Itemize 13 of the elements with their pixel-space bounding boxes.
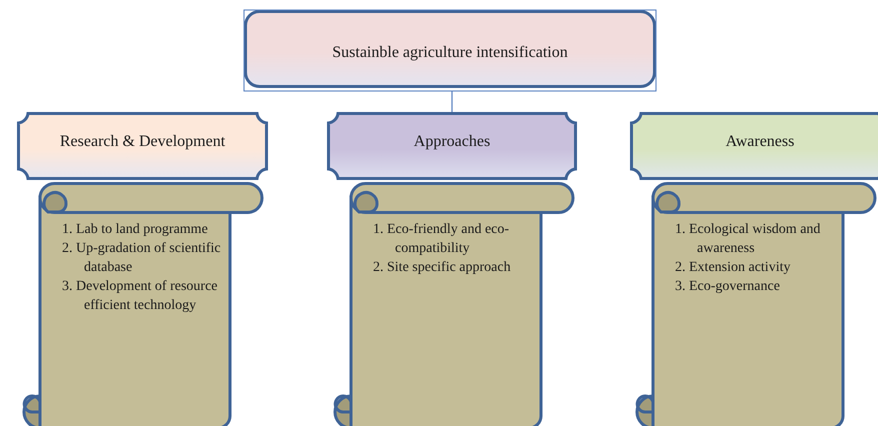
- list-item: 2. Site specific approach: [373, 259, 512, 277]
- list-item: 1. Ecological wisdom and awareness: [675, 221, 822, 258]
- heading-text: Awareness: [724, 133, 796, 151]
- connector-line: [451, 91, 453, 113]
- heading-text: Research & Development: [58, 133, 226, 151]
- list-item: 1. Lab to land programme: [62, 221, 209, 239]
- list-item: 3. Eco-governance: [675, 278, 781, 296]
- heading-text: Approaches: [412, 133, 492, 151]
- list-item: 2. Extension activity: [675, 259, 792, 277]
- list-item: 1. Eco-friendly and eco-compatibility: [373, 221, 510, 258]
- title-text: Sustainble agriculture intensification: [331, 44, 569, 62]
- list-item: 3. Development of resource efficient technology: [62, 278, 218, 315]
- list-item: 2. Up-gradation of scientific database: [62, 240, 222, 277]
